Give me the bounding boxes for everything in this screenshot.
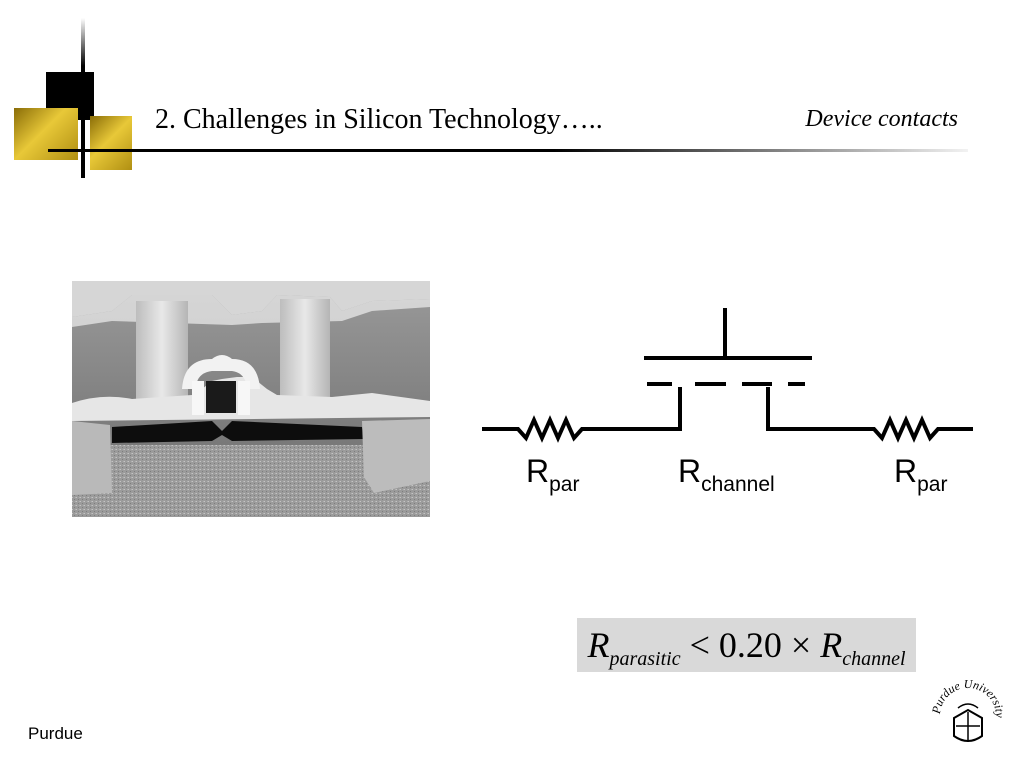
transistor-schematic: Rpar Rchannel Rpar xyxy=(482,308,973,496)
header-rule xyxy=(48,149,968,152)
purdue-seal-logo: Purdue University xyxy=(929,677,1007,750)
header-gold-square-small xyxy=(90,116,132,170)
header-gold-square xyxy=(14,108,78,160)
section-label: Device contacts xyxy=(805,106,958,132)
sem-transistor-image xyxy=(72,281,430,517)
resistor-left xyxy=(482,387,682,443)
resistor-right xyxy=(766,387,973,443)
formula-text: Rparasitic < 0.20 × Rchannel xyxy=(587,625,906,670)
label-rchannel: Rchannel xyxy=(678,453,775,496)
footer-text: Purdue xyxy=(28,724,83,743)
label-rpar-left: Rpar xyxy=(526,453,579,496)
formula-box: Rparasitic < 0.20 × Rchannel xyxy=(577,618,916,672)
label-rpar-right: Rpar xyxy=(894,453,947,496)
slide-title: 2. Challenges in Silicon Technology….. xyxy=(155,104,603,135)
